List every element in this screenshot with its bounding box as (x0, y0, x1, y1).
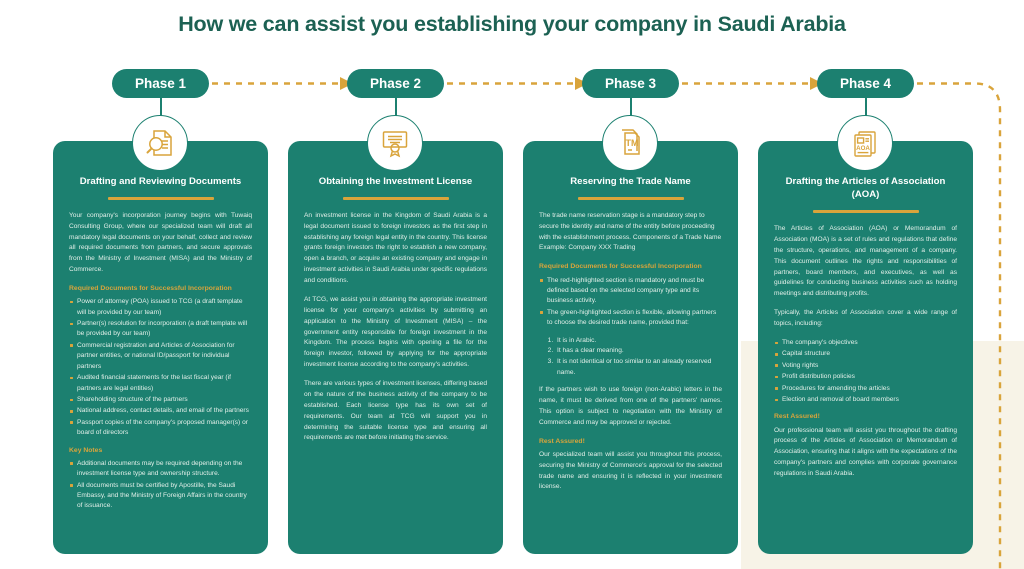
title-rule (107, 197, 214, 200)
phase-card-4[interactable]: Drafting the Articles of Association (AO… (758, 141, 973, 554)
phase-pill-label: Phase 1 (134, 76, 187, 91)
title-rule (342, 197, 449, 200)
document-magnifier-icon (132, 115, 188, 171)
card-paragraph: If the partners wish to use foreign (non… (539, 386, 722, 426)
list-item: Passport copies of the company's propose… (69, 418, 252, 439)
list-item: Shareholding structure of the partners (69, 395, 252, 405)
rest-assured-text: Our professional team will assist you th… (774, 426, 957, 478)
key-notes-list: Additional documents may be required dep… (69, 459, 252, 512)
card-paragraph: Typically, the Articles of Association c… (774, 309, 957, 328)
list-item: The company's objectives (774, 338, 957, 348)
list-item: Partner(s) resolution for incorporation … (69, 319, 252, 340)
list-item: It is not identical or too similar to an… (555, 357, 722, 378)
list-item: The red-highlighted section is mandatory… (539, 276, 722, 307)
list-item: Profit distribution policies (774, 372, 957, 382)
list-item: Commercial registration and Articles of … (69, 341, 252, 372)
phase-pill-1[interactable]: Phase 1 (112, 69, 209, 98)
list-item: Procedures for amending the articles (774, 384, 957, 394)
list-item: Election and removal of board members (774, 395, 957, 405)
requirements-list: Power of attorney (POA) issued to TCG (a… (69, 297, 252, 438)
phase-pill-label: Phase 3 (604, 76, 657, 91)
rest-assured-heading: Rest Assured! (774, 413, 820, 421)
trade-name-rules-list: The red-highlighted section is mandatory… (539, 276, 722, 329)
aoa-document-icon: AOA (837, 115, 893, 171)
phase-pill-3[interactable]: Phase 3 (582, 69, 679, 98)
card-paragraph: At TCG, we assist you in obtaining the a… (304, 295, 487, 369)
card-paragraph: The Articles of Association (AOA) or Mem… (774, 225, 957, 298)
list-item: Audited financial statements for the las… (69, 373, 252, 394)
phase-pill-label: Phase 4 (839, 76, 892, 91)
rest-assured-text: Our specialized team will assist you thr… (539, 450, 722, 491)
card-title: Drafting and Reviewing Documents (79, 176, 242, 187)
card-title: Obtaining the Investment License (318, 176, 473, 187)
card-paragraph: The trade name reservation stage is a ma… (539, 211, 722, 252)
list-item: All documents must be certified by Apost… (69, 481, 252, 512)
list-item: The green-highlighted section is flexibl… (539, 308, 722, 329)
section-heading: Required Documents for Successful Incorp… (539, 263, 702, 271)
card-paragraph: An investment license in the Kingdom of … (304, 211, 487, 285)
phase-pill-4[interactable]: Phase 4 (817, 69, 914, 98)
svg-text:TM: TM (626, 138, 639, 148)
phase-card-3[interactable]: Reserving the Trade Name The trade name … (523, 141, 738, 554)
phase-pill-label: Phase 2 (369, 76, 422, 91)
rest-assured-heading: Rest Assured! (539, 437, 585, 445)
section-heading: Key Notes (69, 446, 103, 454)
list-item: Capital structure (774, 349, 957, 359)
card-title: Reserving the Trade Name (570, 176, 691, 187)
card-paragraph: There are various types of investment li… (304, 380, 487, 442)
list-item: Power of attorney (POA) issued to TCG (a… (69, 297, 252, 318)
phase-card-1[interactable]: Drafting and Reviewing Documents Your co… (53, 141, 268, 554)
card-paragraph: Your company's incorporation journey beg… (69, 211, 252, 274)
aoa-topics-list: The company's objectives Capital structu… (774, 338, 957, 405)
trade-name-conditions-list: It is in Arabic. It has a clear meaning.… (555, 336, 722, 379)
certificate-icon (367, 115, 423, 171)
svg-text:AOA: AOA (856, 145, 870, 152)
trademark-icon: TM (602, 115, 658, 171)
list-item: Additional documents may be required dep… (69, 459, 252, 480)
phase-card-2[interactable]: Obtaining the Investment License An inve… (288, 141, 503, 554)
list-item: Voting rights (774, 361, 957, 371)
phase-pill-2[interactable]: Phase 2 (347, 69, 444, 98)
page-title: How we can assist you establishing your … (178, 12, 846, 36)
card-title: Drafting the Articles of Association (AO… (785, 176, 946, 201)
list-item: National address, contact details, and e… (69, 406, 252, 416)
section-heading: Required Documents for Successful Incorp… (69, 285, 232, 293)
list-item: It has a clear meaning. (555, 346, 722, 356)
title-rule (812, 210, 919, 214)
title-rule (577, 197, 684, 200)
list-item: It is in Arabic. (555, 336, 722, 346)
